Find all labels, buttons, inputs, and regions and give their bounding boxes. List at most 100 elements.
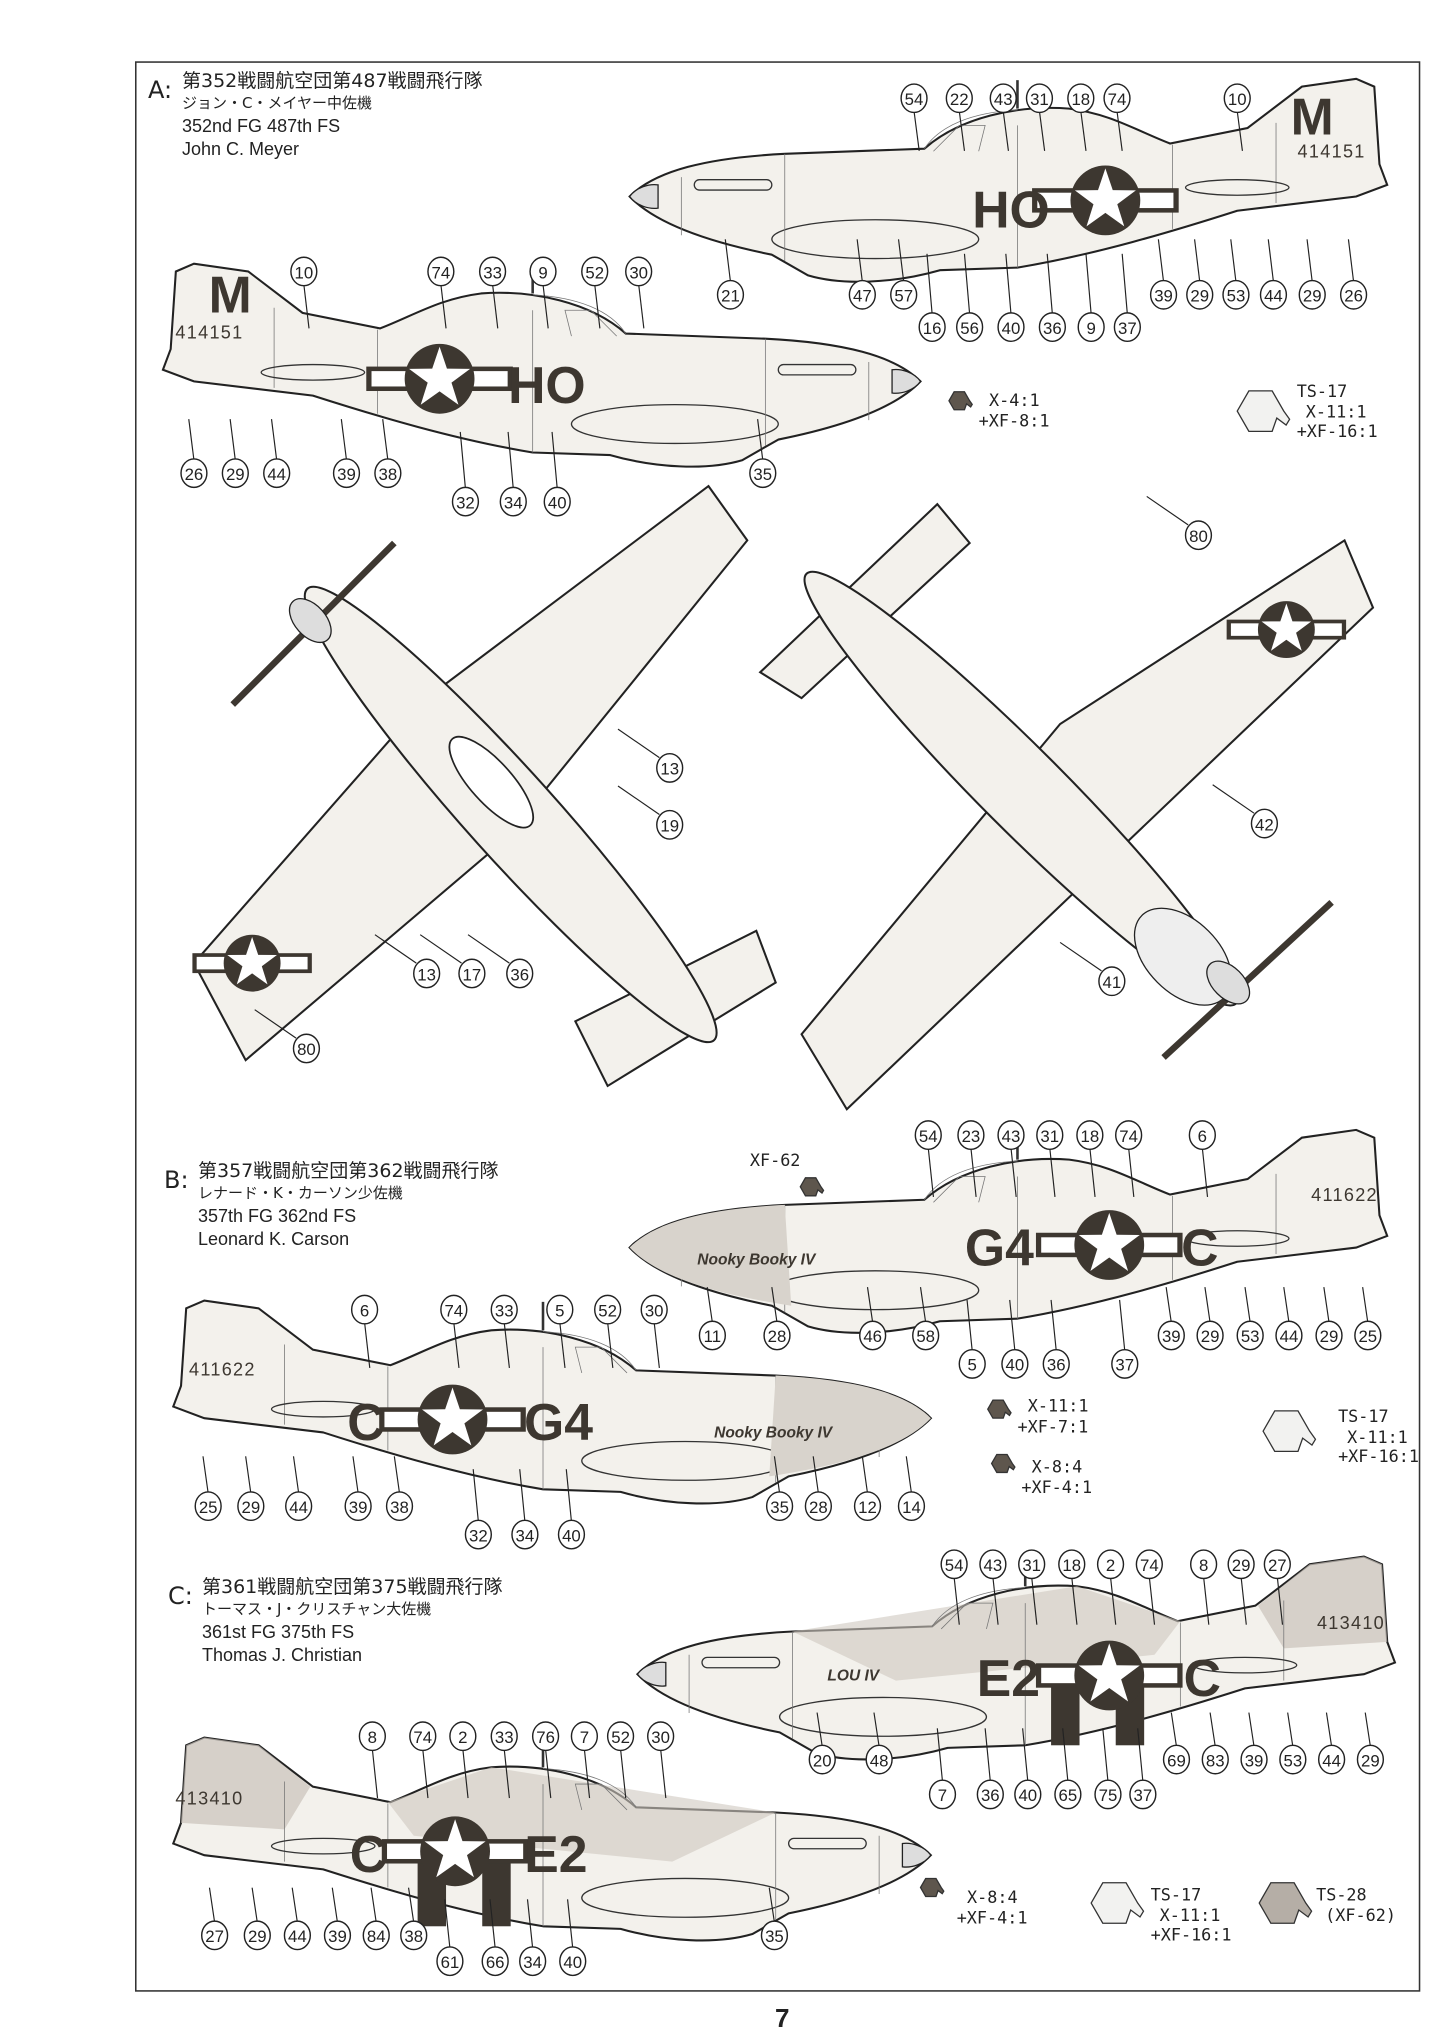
individual-letter: C bbox=[347, 1393, 384, 1451]
callout-circle bbox=[914, 1120, 942, 1151]
callout-schemes-0-callouts-right-5: 74 bbox=[1103, 83, 1131, 151]
callout-circle bbox=[358, 1721, 386, 1752]
callout-schemes-1-callouts-right-5: 74 bbox=[1115, 1120, 1143, 1198]
leader-line bbox=[208, 1887, 216, 1923]
callout-schemes-2-callouts-right-5: 74 bbox=[1135, 1549, 1163, 1625]
callout-circle bbox=[1259, 279, 1288, 310]
leader-line bbox=[370, 1887, 377, 1923]
callout-circle bbox=[606, 1721, 635, 1752]
callout-schemes-2-callouts-right-14: 53 bbox=[1279, 1712, 1307, 1775]
callout-circle bbox=[519, 1946, 547, 1977]
aircraft-a-bottom-view bbox=[758, 502, 1375, 1111]
callout-circle bbox=[1076, 1120, 1104, 1151]
callout-schemes-2-callouts-left-14: 35 bbox=[760, 1887, 789, 1951]
paint-mix: +XF-7:1 bbox=[1017, 1416, 1088, 1436]
callout-plan_views-top-1: 19 bbox=[617, 785, 684, 840]
callout-circle bbox=[458, 958, 486, 989]
callout-circle bbox=[763, 1320, 791, 1351]
scheme-letter: C: bbox=[168, 1582, 193, 1610]
callout-circle bbox=[478, 256, 507, 287]
roundel-c-left bbox=[381, 1816, 529, 1887]
callout-number: 74 bbox=[413, 1728, 432, 1747]
callout-circle bbox=[1250, 808, 1279, 839]
callout-schemes-2-callouts-left-16: 66 bbox=[481, 1899, 509, 1977]
leader-line bbox=[1046, 253, 1053, 315]
callout-circle bbox=[1339, 279, 1368, 310]
callout-circle bbox=[1223, 83, 1251, 114]
callout-number: 54 bbox=[919, 1127, 938, 1146]
callout-circle bbox=[853, 1491, 882, 1522]
nose-art: Nooky Booky IV bbox=[697, 1251, 817, 1268]
callout-schemes-2-callouts-left-6: 52 bbox=[606, 1721, 635, 1799]
callout-schemes-2-callouts-left-18: 40 bbox=[559, 1899, 587, 1977]
leader-line bbox=[773, 1456, 781, 1494]
paint-mix: X-8:4 bbox=[967, 1887, 1018, 1907]
callout-schemes-0-callouts-left-8: 44 bbox=[263, 419, 291, 489]
callout-circle bbox=[976, 1779, 1004, 1810]
callout-schemes-2-callouts-right-10: 48 bbox=[865, 1712, 893, 1775]
callout-circle bbox=[647, 1721, 675, 1752]
callout-number: 18 bbox=[1062, 1556, 1081, 1575]
callout-number: 9 bbox=[1086, 319, 1095, 338]
callout-number: 34 bbox=[504, 493, 523, 512]
callout-circle bbox=[285, 1491, 313, 1522]
callout-number: 53 bbox=[1227, 287, 1246, 306]
leader-line bbox=[1059, 941, 1102, 972]
roundel-top-view bbox=[192, 934, 312, 992]
paint-can-ts17-icon bbox=[1262, 1410, 1317, 1453]
callout-schemes-2-callouts-right-11: 69 bbox=[1162, 1712, 1191, 1775]
leader-line bbox=[551, 431, 558, 489]
callout-number: 48 bbox=[870, 1751, 889, 1770]
leader-line bbox=[1240, 1577, 1247, 1625]
callout-circle bbox=[656, 752, 684, 783]
callout-circle bbox=[1058, 1549, 1086, 1580]
leader-line bbox=[352, 1456, 359, 1494]
leader-line bbox=[816, 1712, 823, 1747]
paint-mix: X-11:1 bbox=[1306, 402, 1367, 422]
callout-circle bbox=[221, 458, 249, 489]
callout-number: 31 bbox=[1040, 1127, 1059, 1146]
callout-number: 36 bbox=[981, 1786, 1000, 1805]
callout-schemes-2-callouts-right-12: 83 bbox=[1201, 1712, 1229, 1775]
paint-code: TS-17 bbox=[1297, 381, 1348, 401]
callout-number: 40 bbox=[562, 1526, 581, 1545]
callout-schemes-0-callouts-right-6: 10 bbox=[1223, 83, 1251, 151]
paint-mix: X-4:1 bbox=[989, 390, 1040, 410]
leader-line bbox=[1204, 1287, 1211, 1323]
paint-can-ts17-icon bbox=[1090, 1882, 1145, 1924]
callout-circle bbox=[427, 256, 455, 287]
callout-schemes-0-callouts-left-10: 38 bbox=[374, 419, 402, 489]
leader-line bbox=[459, 431, 467, 489]
callout-circle bbox=[413, 958, 441, 989]
callout-circle bbox=[1036, 1120, 1064, 1151]
leader-line bbox=[953, 1577, 960, 1625]
callout-circle bbox=[243, 1920, 271, 1951]
callout-plan_views-top-5: 80 bbox=[254, 1009, 321, 1064]
callout-number: 41 bbox=[1102, 973, 1121, 992]
callout-schemes-1-callouts-left-4: 52 bbox=[594, 1294, 622, 1368]
leader-line bbox=[254, 1009, 297, 1039]
callout-circle bbox=[1135, 1549, 1163, 1580]
pilot-en: John C. Meyer bbox=[182, 139, 300, 159]
paint-code: TS-17 bbox=[1151, 1884, 1202, 1904]
paint-swatch-dark-icon bbox=[986, 1399, 1012, 1419]
pilot-ja: レナード・K・カーソン少佐機 bbox=[198, 1184, 403, 1202]
callout-schemes-1-callouts-right-10: 58 bbox=[912, 1287, 940, 1351]
paint-mix: X-11:1 bbox=[1160, 1905, 1221, 1925]
callout-number: 29 bbox=[226, 465, 245, 484]
callout-number: 42 bbox=[1255, 815, 1274, 834]
callout-number: 74 bbox=[444, 1301, 463, 1320]
callout-schemes-2-callouts-right-22: 37 bbox=[1129, 1728, 1157, 1810]
callout-circle bbox=[1317, 1744, 1346, 1775]
callout-circle bbox=[543, 486, 571, 517]
leader-line bbox=[1362, 1287, 1369, 1323]
callout-circle bbox=[1094, 1779, 1122, 1810]
leader-line bbox=[660, 1749, 667, 1799]
callout-number: 6 bbox=[360, 1301, 369, 1320]
callout-schemes-1-callouts-left-9: 39 bbox=[344, 1456, 372, 1522]
callout-circle bbox=[1098, 966, 1126, 997]
leader-line bbox=[706, 1287, 713, 1323]
leader-line bbox=[1022, 1728, 1029, 1782]
callout-number: 34 bbox=[516, 1526, 535, 1545]
leader-line bbox=[1244, 1287, 1251, 1323]
